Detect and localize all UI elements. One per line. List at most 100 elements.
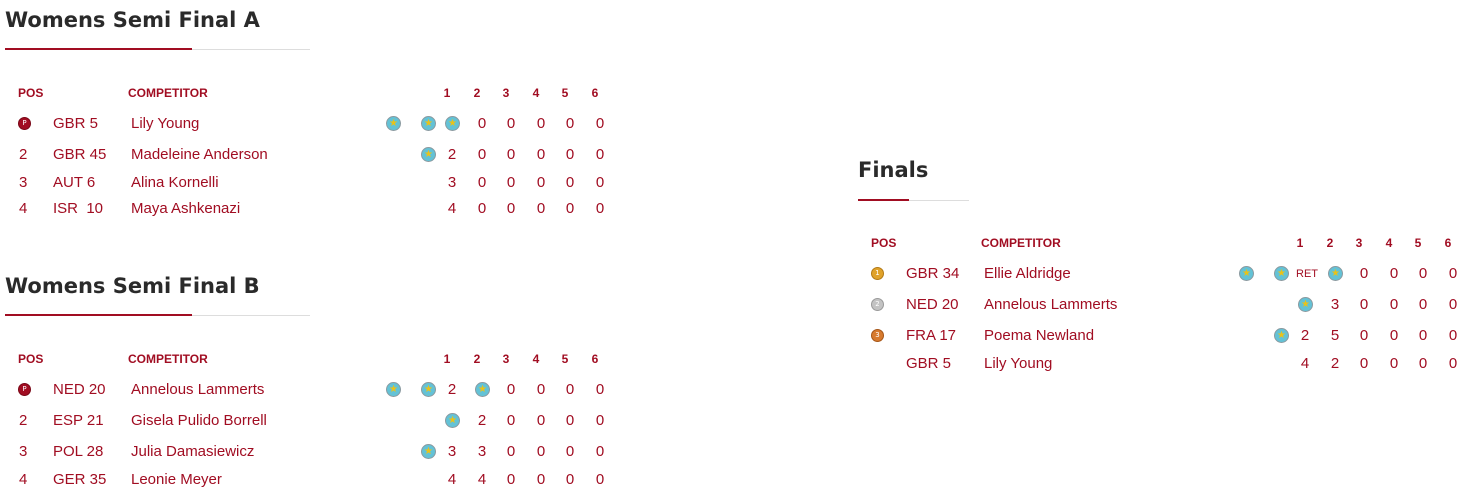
race-5-result: 0 — [536, 115, 546, 132]
race-6-result: 0 — [565, 115, 575, 132]
star-badge-icon: ★ — [445, 413, 460, 428]
star-badge-icon: ★ — [421, 444, 436, 459]
race-4-result: 0 — [536, 200, 546, 217]
star-badge-icon: ★ — [386, 382, 401, 397]
race-4-result: 0 — [1359, 265, 1369, 282]
race-3-header: 3 — [1355, 236, 1363, 250]
race-3-result: 0 — [477, 115, 487, 132]
nation-code: GBR 45 — [53, 146, 107, 163]
title-divider — [5, 48, 310, 50]
race-2-result: 2 — [477, 412, 487, 429]
race-6-result: 0 — [595, 146, 605, 163]
race-3-result: 0 — [1359, 327, 1369, 344]
star-badge-icon: ★ — [445, 116, 460, 131]
position: 3 — [19, 443, 28, 460]
pos-header: POS — [18, 352, 44, 366]
nation-code: POL 28 — [53, 443, 104, 460]
race-1-result: 3 — [447, 174, 457, 191]
race-5-result: 0 — [1389, 265, 1399, 282]
race-1-header: 1 — [1296, 236, 1304, 250]
race-3-header: 3 — [502, 352, 510, 366]
race-5-header: 5 — [561, 352, 569, 366]
gold-medal-icon: 1 — [871, 267, 884, 280]
race-2-result: 5 — [1330, 327, 1340, 344]
nation-code: ESP 21 — [53, 412, 104, 429]
competitor-name[interactable]: Poema Newland — [984, 327, 1095, 344]
race-5-header: 5 — [561, 86, 569, 100]
star-badge-icon: ★ — [1274, 328, 1289, 343]
race-5-result: 0 — [1418, 355, 1428, 372]
race-6-header: 6 — [591, 352, 599, 366]
race-7-result: 0 — [595, 115, 605, 132]
race-5-result: 0 — [565, 146, 575, 163]
race-4-header: 4 — [532, 352, 540, 366]
race-2-result: RET — [1296, 268, 1318, 280]
race-6-result: 0 — [595, 443, 605, 460]
competitor-name[interactable]: Maya Ashkenazi — [131, 200, 241, 217]
nation-code: FRA 17 — [906, 327, 957, 344]
race-3-result: 0 — [506, 146, 516, 163]
nation-code: AUT 6 — [53, 174, 96, 191]
semi-final-b-section: Womens Semi Final B — [5, 274, 315, 324]
race-4-header: 4 — [1385, 236, 1393, 250]
nation-code: GBR 5 — [906, 355, 952, 372]
competitor-name[interactable]: Leonie Meyer — [131, 471, 222, 488]
pos-header: POS — [18, 86, 44, 100]
race-1-result: 3 — [447, 443, 457, 460]
race-3-result: 0 — [1359, 355, 1369, 372]
race-2-result: 3 — [477, 443, 487, 460]
section-title: Womens Semi Final A — [5, 8, 260, 32]
race-3-result: 0 — [1359, 296, 1369, 313]
race-4-result: 0 — [506, 115, 516, 132]
race-6-result: 0 — [1448, 327, 1458, 344]
nation-code: GBR 5 — [53, 115, 99, 132]
medal-red-icon: P — [18, 117, 31, 130]
nation-code: GER 35 — [53, 471, 107, 488]
race-5-result: 0 — [565, 174, 575, 191]
race-6-result: 0 — [565, 381, 575, 398]
competitor-name[interactable]: Lily Young — [131, 115, 200, 132]
nation-code: ISR 10 — [53, 200, 104, 217]
race-1-result: 4 — [447, 471, 457, 488]
race-3-result: 0 — [506, 174, 516, 191]
race-3-result: 0 — [506, 471, 516, 488]
race-6-result: 0 — [595, 412, 605, 429]
race-1-result: 2 — [1300, 327, 1310, 344]
race-3-result: 0 — [506, 200, 516, 217]
race-6-header: 6 — [591, 86, 599, 100]
race-5-result: 0 — [565, 200, 575, 217]
star-badge-icon: ★ — [1328, 266, 1343, 281]
competitor-name[interactable]: Lily Young — [984, 355, 1053, 372]
nation-code: GBR 34 — [906, 265, 960, 282]
bronze-medal-icon: 3 — [871, 329, 884, 342]
competitor-name[interactable]: Alina Kornelli — [131, 174, 219, 191]
race-4-result: 0 — [506, 381, 516, 398]
race-5-result: 0 — [565, 471, 575, 488]
race-2-result: 0 — [477, 174, 487, 191]
race-4-header: 4 — [532, 86, 540, 100]
race-1-result: 4 — [447, 200, 457, 217]
race-2-header: 2 — [473, 86, 481, 100]
race-4-result: 0 — [1389, 296, 1399, 313]
race-5-result: 0 — [1418, 296, 1428, 313]
race-2-result: 0 — [477, 146, 487, 163]
competitor-name[interactable]: Ellie Aldridge — [984, 265, 1071, 282]
position: 2 — [19, 146, 28, 163]
race-4-result: 0 — [536, 174, 546, 191]
competitor-name[interactable]: Annelous Lammerts — [984, 296, 1118, 313]
competitor-name[interactable]: Julia Damasiewicz — [131, 443, 255, 460]
semi-final-a-section: Womens Semi Final A — [5, 8, 315, 228]
star-badge-icon: ★ — [421, 147, 436, 162]
competitor-name[interactable]: Madeleine Anderson — [131, 146, 268, 163]
race-4-result: 0 — [536, 146, 546, 163]
competitor-name[interactable]: Gisela Pulido Borrell — [131, 412, 267, 429]
race-1-header: 1 — [443, 352, 451, 366]
competitor-name[interactable]: Annelous Lammerts — [131, 381, 265, 398]
section-title: Womens Semi Final B — [5, 274, 260, 298]
pos-header: POS — [871, 236, 897, 250]
race-3-result: 0 — [506, 443, 516, 460]
race-3-result: 0 — [506, 412, 516, 429]
race-2-result: 2 — [1330, 355, 1340, 372]
race-7-result: 0 — [1448, 265, 1458, 282]
race-6-result: 0 — [1448, 355, 1458, 372]
